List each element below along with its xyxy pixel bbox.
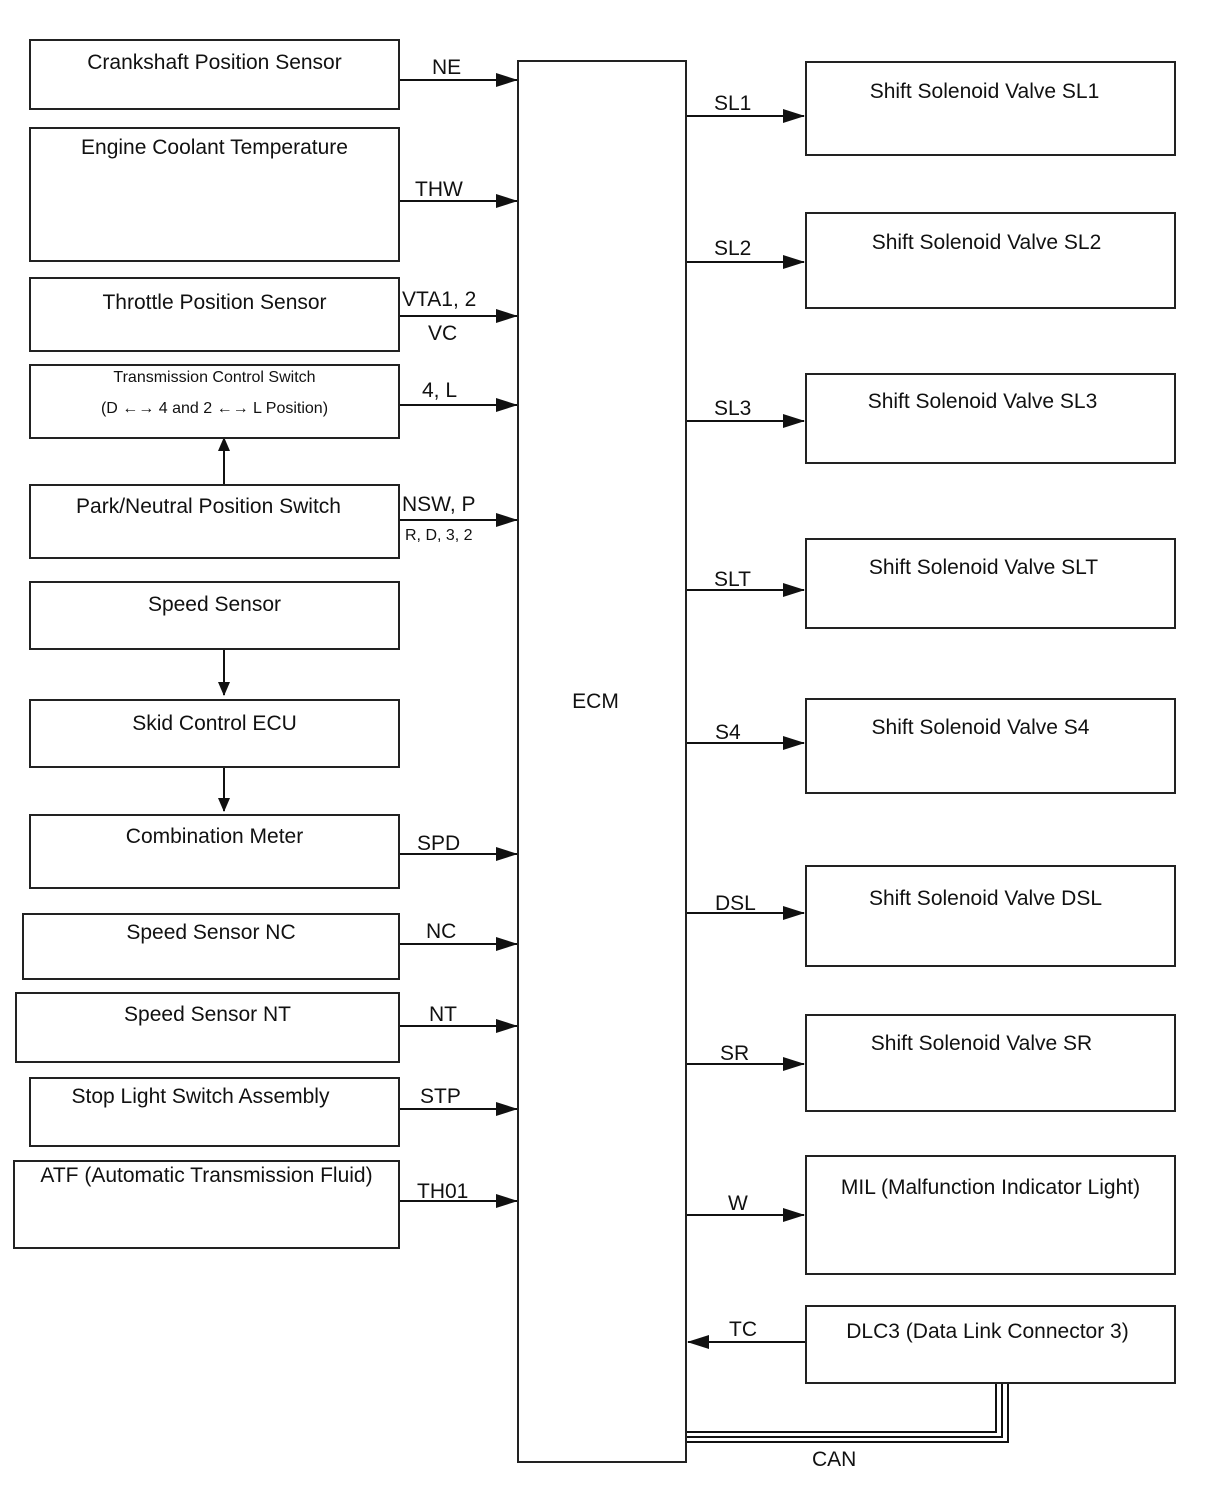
output-box-dlc3: DLC3 (Data Link Connector 3) — [805, 1305, 1176, 1384]
signal-sr: SR — [720, 1042, 750, 1065]
signal-sl1: SL1 — [714, 92, 752, 115]
output-label: Shift Solenoid Valve SR — [870, 1032, 1093, 1055]
signal-slt: SLT — [714, 568, 751, 591]
output-box-slt: Shift Solenoid Valve SLT — [805, 538, 1176, 629]
input-label: Transmission Control Switch — [113, 369, 316, 386]
input-label: Stop Light Switch Assembly — [71, 1085, 330, 1108]
can-label: CAN — [812, 1448, 857, 1471]
output-label: Shift Solenoid Valve SL1 — [869, 80, 1100, 103]
input-box-crankshaft: Crankshaft Position Sensor — [29, 39, 400, 110]
signal-4l: 4, L — [422, 379, 458, 402]
signal-stp: STP — [420, 1085, 461, 1108]
output-box-mil: MIL (Malfunction Indicator Light) — [805, 1155, 1176, 1275]
signal-sl2: SL2 — [714, 237, 752, 260]
output-label: Shift Solenoid Valve SL2 — [871, 231, 1102, 254]
output-box-sl3: Shift Solenoid Valve SL3 — [805, 373, 1176, 464]
input-label: Combination Meter — [125, 825, 304, 848]
ecm-label: ECM — [572, 690, 619, 713]
signal-nsw: NSW, P — [402, 493, 476, 516]
input-label: ATF (Automatic Transmission Fluid) — [40, 1164, 373, 1187]
signal-w: W — [728, 1192, 748, 1215]
output-box-s4: Shift Solenoid Valve S4 — [805, 698, 1176, 794]
output-box-sl2: Shift Solenoid Valve SL2 — [805, 212, 1176, 309]
output-label: DLC3 (Data Link Connector 3) — [846, 1320, 1129, 1343]
input-box-speed-nc: Speed Sensor NC — [22, 913, 400, 980]
input-box-stop-light: Stop Light Switch Assembly — [29, 1077, 400, 1147]
signal-rd32: R, D, 3, 2 — [405, 527, 473, 544]
signal-nt: NT — [429, 1003, 457, 1026]
input-label: Park/Neutral Position Switch — [76, 495, 341, 518]
output-label: Shift Solenoid Valve SLT — [868, 556, 1099, 579]
signal-sl3: SL3 — [714, 397, 752, 420]
signal-ne: NE — [432, 56, 462, 79]
signal-vc: VC — [428, 322, 458, 345]
input-label: Engine Coolant Temperature — [81, 136, 348, 159]
signal-spd: SPD — [417, 832, 461, 855]
output-label: Shift Solenoid Valve DSL — [868, 887, 1103, 910]
input-box-atf: ATF (Automatic Transmission Fluid) — [13, 1160, 400, 1249]
input-sublabel: (D ←→ 4 and 2 ←→ L Position) — [100, 400, 329, 417]
input-label: Speed Sensor — [147, 593, 282, 616]
output-box-dsl: Shift Solenoid Valve DSL — [805, 865, 1176, 967]
ecm-box: ECM — [517, 60, 687, 1463]
output-box-sl1: Shift Solenoid Valve SL1 — [805, 61, 1176, 156]
input-label: Crankshaft Position Sensor — [87, 51, 342, 74]
input-box-coolant: Engine Coolant Temperature — [29, 127, 400, 262]
input-label: Skid Control ECU — [132, 712, 297, 735]
input-box-throttle: Throttle Position Sensor — [29, 277, 400, 352]
signal-tc: TC — [729, 1318, 757, 1341]
input-label: Throttle Position Sensor — [102, 291, 327, 314]
input-label: Speed Sensor NC — [126, 921, 296, 944]
output-box-sr: Shift Solenoid Valve SR — [805, 1014, 1176, 1112]
input-box-transmission-switch: Transmission Control Switch (D ←→ 4 and … — [29, 364, 400, 439]
signal-thw: THW — [415, 178, 463, 201]
signal-th01: TH01 — [417, 1180, 469, 1203]
signal-dsl: DSL — [715, 892, 756, 915]
signal-nc: NC — [426, 920, 457, 943]
input-box-park-neutral: Park/Neutral Position Switch — [29, 484, 400, 559]
input-box-combination-meter: Combination Meter — [29, 814, 400, 889]
signal-vta: VTA1, 2 — [402, 288, 477, 311]
can-bus-lines — [686, 1383, 1009, 1443]
output-label: Shift Solenoid Valve SL3 — [867, 390, 1098, 413]
input-box-speed-nt: Speed Sensor NT — [15, 992, 400, 1063]
input-box-speed-sensor: Speed Sensor — [29, 581, 400, 650]
input-label: Speed Sensor NT — [124, 1003, 291, 1026]
input-box-skid-control: Skid Control ECU — [29, 699, 400, 768]
output-label: Shift Solenoid Valve S4 — [871, 716, 1090, 739]
output-label: MIL (Malfunction Indicator Light) — [840, 1176, 1141, 1199]
signal-s4: S4 — [715, 721, 741, 744]
